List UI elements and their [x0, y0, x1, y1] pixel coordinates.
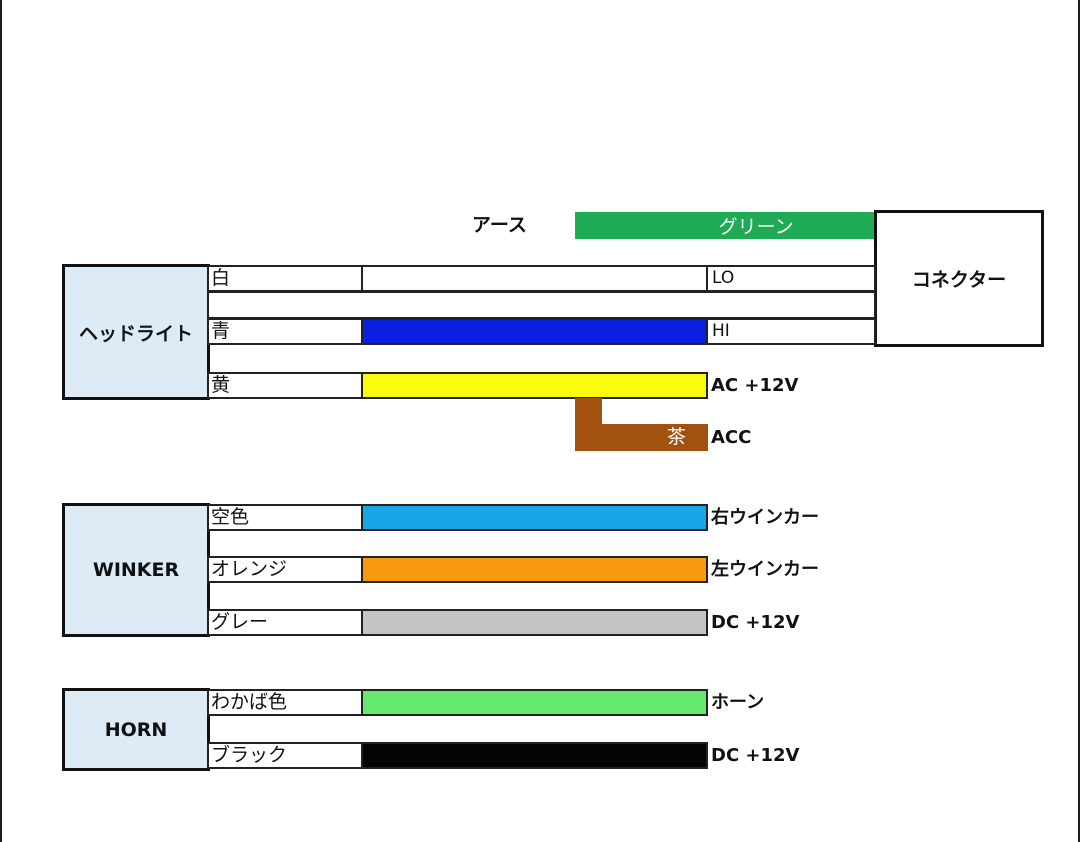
terminal-acc: ACC [711, 427, 752, 448]
wire-branch-brown: 茶 [575, 424, 708, 451]
page-right-edge [1078, 0, 1080, 842]
earth-label: アース [472, 214, 527, 236]
terminal-dc12v-winker: DC +12V [711, 612, 800, 633]
earth-wire-green: グリーン [575, 212, 877, 239]
wire-bar-white [361, 265, 708, 292]
wire-name-white: 白 [207, 265, 363, 292]
headlight-label: ヘッドライト [78, 322, 193, 345]
wire-bar-lightgreen [361, 689, 708, 716]
wire-name-gray: グレー [207, 609, 363, 636]
terminal-right-winker: 右ウインカー [711, 507, 819, 528]
connector-label: コネクター [911, 269, 1007, 291]
terminal-left-winker: 左ウインカー [711, 559, 819, 580]
wire-name-blue: 青 [207, 318, 363, 345]
winker-label: WINKER [92, 559, 180, 581]
wire-name-brown: 茶 [666, 426, 686, 448]
wire-name-lightgreen: わかば色 [207, 689, 363, 716]
headlight-box: ヘッドライト [62, 264, 210, 400]
earth-wire-label: グリーン [718, 216, 794, 238]
wire-name-orange: オレンジ [207, 556, 363, 583]
wire-bar-black [361, 742, 708, 769]
wire-bar-blue [361, 318, 708, 345]
terminal-hi: HI [706, 318, 876, 345]
horn-box: HORN [62, 688, 210, 771]
wire-bar-orange [361, 556, 708, 583]
terminal-lo: LO [706, 265, 876, 292]
connector-gap-line [207, 291, 876, 319]
wire-bar-gray [361, 609, 708, 636]
terminal-dc12v-horn: DC +12V [711, 745, 800, 766]
wire-name-yellow: 黄 [207, 372, 363, 399]
wire-bar-yellow [361, 372, 708, 399]
winker-box: WINKER [62, 503, 210, 637]
terminal-ac12v: AC +12V [711, 375, 799, 396]
wire-name-skyblue: 空色 [207, 504, 363, 531]
terminal-horn: ホーン [711, 692, 765, 713]
connector-box: コネクター [874, 210, 1044, 347]
wire-bar-skyblue [361, 504, 708, 531]
page-left-edge [0, 0, 2, 842]
wire-name-black: ブラック [207, 742, 363, 769]
horn-label: HORN [104, 718, 168, 741]
